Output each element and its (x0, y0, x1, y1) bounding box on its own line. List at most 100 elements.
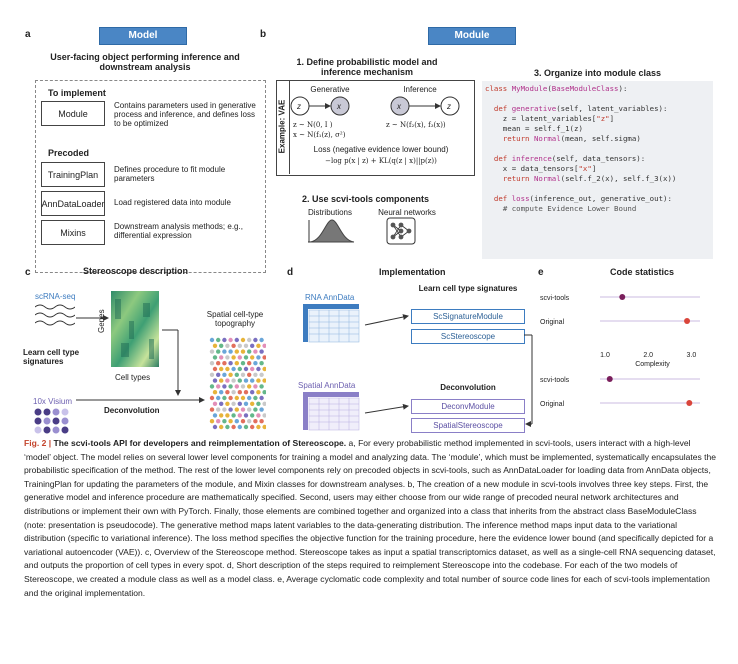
generative-label: Generative (310, 85, 350, 94)
spot (225, 413, 230, 418)
spot (253, 395, 258, 401)
spot (250, 366, 255, 372)
data-point (686, 400, 693, 406)
distributions-label: Distributions (307, 208, 352, 217)
visium-label: 10x Visium (33, 397, 72, 406)
spot (209, 407, 215, 412)
spot (225, 366, 230, 372)
caption-lead: Fig. 2 | (24, 438, 52, 448)
spot (247, 372, 252, 377)
step1-title: 1. Define probabilistic model and infere… (296, 57, 438, 77)
spot (243, 355, 249, 360)
spot (222, 372, 227, 377)
spot (219, 413, 224, 418)
spot (243, 378, 249, 383)
scstereoscope-box: ScStereoscope (411, 329, 525, 344)
gen-z-node-label: z (297, 102, 301, 111)
spot (262, 424, 266, 430)
mixins-box: Mixins (41, 220, 105, 245)
module-header: Module (428, 27, 516, 45)
category-label: Original (540, 401, 565, 408)
spot (247, 337, 252, 343)
spot (228, 349, 233, 354)
spot (222, 384, 227, 389)
model-dashed-box (35, 80, 266, 273)
panel-a-letter: a (25, 29, 31, 40)
panel-c-arrows (76, 315, 205, 403)
trainingplan-box: TrainingPlan (41, 162, 105, 187)
tick-label: 3.0 (686, 352, 696, 359)
spot (212, 390, 218, 395)
spot (228, 419, 233, 424)
spot (216, 372, 221, 377)
spot (237, 378, 242, 383)
data-point (619, 294, 626, 300)
spot (253, 349, 258, 354)
spot (262, 401, 266, 406)
vae-side-strip (276, 80, 290, 174)
spot (237, 424, 242, 430)
panel-e-title: Code statistics (610, 267, 675, 277)
spot (259, 419, 264, 424)
vae-graph (290, 96, 460, 116)
spot (240, 361, 246, 366)
panel-b-letter: b (260, 29, 267, 40)
spot (231, 366, 236, 372)
spot (256, 424, 261, 430)
spot (256, 355, 261, 360)
spot (253, 361, 258, 366)
distribution-icon (308, 219, 355, 243)
panel-c-letter: c (25, 267, 31, 278)
figure-caption: Fig. 2 | The scvi-tools API for develope… (24, 437, 718, 600)
anndataloader-desc: Load registered data into module (114, 198, 231, 207)
data-point (606, 376, 613, 382)
spot (222, 395, 227, 401)
spot (240, 419, 246, 424)
spot (222, 361, 227, 366)
inf-x-node-label: x (397, 102, 401, 111)
spot (228, 384, 233, 389)
spot (256, 401, 261, 406)
spot (234, 384, 239, 389)
inf-eq: z ~ N(f₂(x), f₃(x)) (386, 121, 446, 129)
gen-eq1: z ~ N(0, I ) (293, 121, 333, 129)
spot (225, 390, 230, 395)
spot (256, 390, 261, 395)
panel-c-title: Stereoscope description (83, 266, 189, 276)
spot (231, 343, 236, 348)
spot (259, 395, 264, 401)
spatial-anndata-label: Spatial AnnData (298, 381, 356, 390)
category-label: scvi-tools (540, 295, 570, 302)
spot (237, 366, 242, 372)
gen-x-node (330, 96, 350, 116)
vae-example-box (276, 80, 475, 176)
spot (250, 413, 255, 418)
caption-title: The scvi-tools API for developers and re… (51, 438, 347, 448)
trainingplan-desc: Defines procedure to fit module paramete… (114, 165, 226, 183)
spot (216, 407, 221, 412)
spot (222, 419, 227, 424)
spot (237, 413, 242, 418)
spot (240, 384, 246, 389)
step3-title: 3. Organize into module class (534, 68, 662, 78)
spatial-topography-label: Spatial cell-type topography (206, 310, 264, 328)
model-header: Model (99, 27, 187, 45)
spot (209, 337, 215, 343)
learn-signatures-d-label: Learn cell type signatures (418, 284, 518, 293)
category-label: Original (540, 319, 565, 326)
spot (212, 378, 218, 383)
module-box: Module (41, 101, 105, 126)
spot (228, 337, 233, 343)
spot (216, 419, 221, 424)
rna-anndata-icon (303, 304, 360, 343)
deconvolution-label: Deconvolution (104, 406, 160, 415)
spot (262, 366, 266, 372)
panel-d-title: Implementation (379, 267, 446, 277)
spot (240, 372, 246, 377)
inference-label: Inference (403, 85, 437, 94)
spot (247, 395, 252, 401)
spot (209, 395, 215, 401)
spot (250, 343, 255, 348)
spot (216, 337, 221, 343)
